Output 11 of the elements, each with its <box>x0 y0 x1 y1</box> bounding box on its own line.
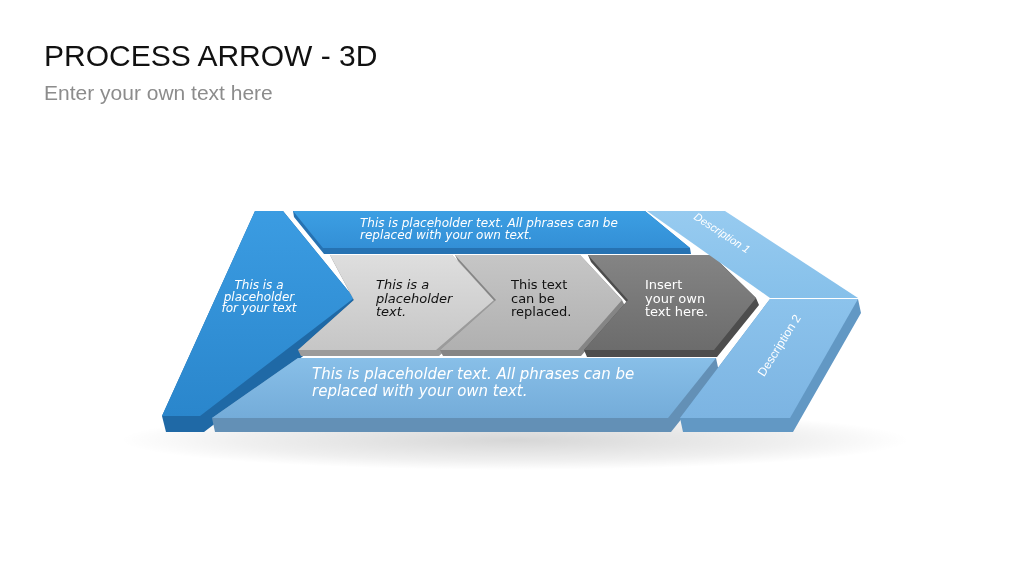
subtitle: Enter your own text here <box>44 80 273 106</box>
step-text: This is a placeholder text. <box>376 278 454 319</box>
band-panel <box>293 211 691 254</box>
chevron-arm <box>647 211 858 298</box>
step-text: This text can be replaced. <box>511 278 573 319</box>
panel-text: This is a placeholder for your text <box>220 280 298 315</box>
panel-text: This is placeholder text. All phrases can be replaced with your own text. <box>360 217 619 241</box>
band-panel <box>212 358 719 432</box>
panel-text: This is placeholder text. All phrases can be replaced with your own text. <box>312 366 636 399</box>
slide-title: PROCESS ARROW - 3D <box>44 38 378 74</box>
step-text: Insert your own text here. <box>645 278 710 319</box>
